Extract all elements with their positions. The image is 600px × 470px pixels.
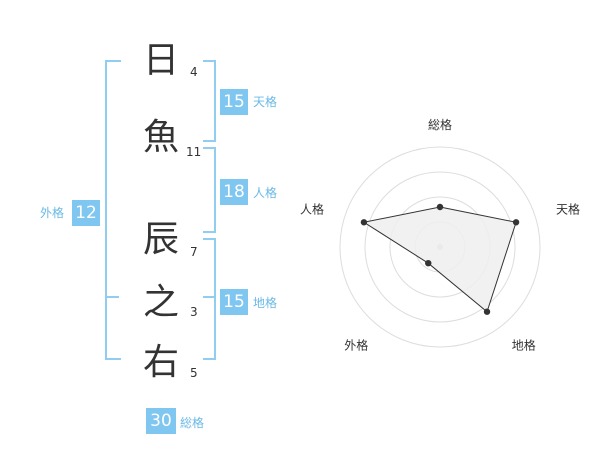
radar-axis-label-4: 外格 [344,338,368,353]
radar-point-5 [360,219,368,226]
gaikaku-label: 外格 [40,206,65,220]
gaikaku-bracket [105,60,121,360]
name-char-2: 魚 [143,117,180,158]
radar-grid-ring [339,146,541,348]
jinkaku-bracket [203,147,216,233]
chikaku-badge: 15 [220,289,248,315]
soukaku-label: 総格 [180,416,205,430]
stroke-count-1: 4 [190,65,198,79]
stroke-count-5: 5 [190,366,198,380]
radar-grid-ring [364,171,516,323]
chikaku-bracket [203,238,216,360]
gaikaku-bracket-split [105,296,119,298]
name-char-1: 日 [143,40,180,81]
jinkaku-label: 人格 [253,186,278,200]
chikaku-label: 地格 [253,296,278,310]
tenkaku-bracket [203,60,216,142]
chikaku-bracket-split [203,296,216,298]
stroke-count-3: 7 [190,245,198,259]
gaikaku-badge: 12 [72,200,100,226]
stroke-count-4: 3 [190,305,198,319]
radar-point-2 [512,219,520,226]
tenkaku-label: 天格 [253,95,278,109]
radar-axis-label-1: 総格 [428,117,452,132]
radar-series-area [362,206,517,313]
stroke-count-2: 11 [186,145,202,159]
soukaku-badge: 30 [146,408,176,434]
name-char-5: 右 [143,342,180,383]
name-char-3: 辰 [143,219,180,260]
radar-point-4 [425,259,432,267]
radar-point-1 [436,203,444,211]
tenkaku-badge: 15 [220,89,248,115]
name-char-4: 之 [143,282,180,323]
jinkaku-badge: 18 [220,179,248,205]
radar-axis-label-2: 天格 [556,201,580,216]
radar-axis-label-3: 地格 [512,338,536,353]
radar-axis-label-5: 人格 [300,201,324,216]
radar-point-3 [483,308,491,315]
